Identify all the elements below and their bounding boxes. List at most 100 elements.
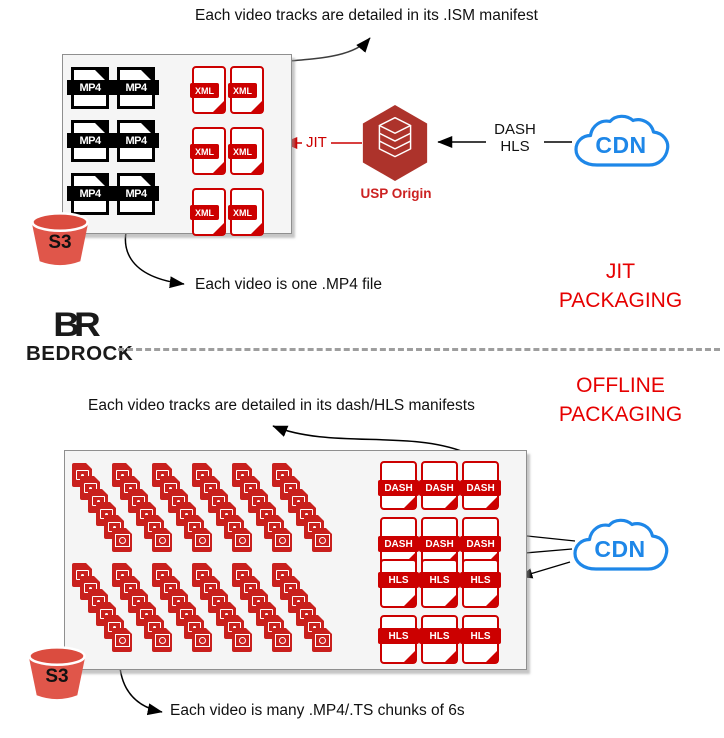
arrow-cdn-to-hls: [519, 561, 571, 579]
xml-file-icon: XML: [190, 127, 226, 175]
file-type-label: DASH: [378, 480, 419, 496]
video-glyph: [154, 533, 170, 547]
bucket-icon: [28, 646, 86, 700]
s3-bucket-icon-bottom: S3: [26, 644, 88, 702]
chunk-stack: [112, 463, 174, 555]
cdn-label: CDN: [595, 132, 647, 158]
bedrock-logo-name: BEDROCK: [26, 342, 134, 365]
dash-file-icon: DASH: [460, 461, 501, 510]
mp4-file-icon: MP4: [67, 67, 113, 109]
hls-file-icon: HLS: [419, 615, 460, 664]
mp4-file-label: MP4: [67, 133, 113, 148]
video-glyph: [194, 533, 210, 547]
chunk-file-icon: [232, 628, 252, 652]
chunk-file-icon: [192, 628, 212, 652]
dash-arrow-label: DASH: [494, 121, 536, 138]
file-type-label: HLS: [378, 572, 419, 588]
bucket-icon: [31, 212, 89, 266]
file-type-label: DASH: [460, 480, 501, 496]
chunk-file-icon: [272, 528, 292, 552]
offline-packaging-title: OFFLINE PACKAGING: [528, 371, 713, 429]
video-glyph: [154, 633, 170, 647]
xml-file-icon: XML: [228, 66, 264, 114]
chunk-file-icon: [152, 528, 172, 552]
chunk-file-icon: [312, 528, 332, 552]
dash-hls-arrow-label: DASH HLS: [486, 121, 544, 155]
file-type-label: HLS: [460, 628, 501, 644]
chunk-file-icon: [272, 628, 292, 652]
file-type-label: DASH: [419, 536, 460, 552]
cdn-cloud-top: CDN: [569, 112, 673, 176]
hexagon-stack-icon: [362, 105, 428, 181]
chunk-row-1: [72, 463, 512, 558]
chunk-stack: [152, 563, 214, 655]
chunk-stack: [232, 463, 294, 555]
mp4-file-icon: MP4: [113, 67, 159, 109]
file-type-label: XML: [228, 83, 257, 98]
chunk-stack: [232, 563, 294, 655]
mp4-file-label: MP4: [67, 80, 113, 95]
bedrock-logo: BR BEDROCK: [26, 305, 134, 366]
mp4-file-icon: MP4: [67, 173, 113, 215]
mp4-file-icon: MP4: [113, 173, 159, 215]
chunk-file-icon: [112, 528, 132, 552]
bedrock-logo-mark: BR: [53, 305, 100, 344]
title-line-2: PACKAGING: [558, 403, 683, 426]
xml-grid: XML XML XML XML XML XML: [190, 66, 264, 236]
file-type-label: XML: [190, 205, 219, 220]
dash-file-icon: DASH: [419, 461, 460, 510]
chunk-stack: [192, 563, 254, 655]
chunk-file-icon: [112, 628, 132, 652]
video-glyph: [314, 633, 330, 647]
chunks-caption: Each video is many .MP4/.TS chunks of 6s: [170, 702, 465, 719]
xml-file-icon: XML: [228, 188, 264, 236]
chunk-stack: [72, 563, 134, 655]
chunk-file-icon: [192, 528, 212, 552]
chunk-stack: [72, 463, 134, 555]
chunk-stack: [192, 463, 254, 555]
mp4-file-icon: MP4: [67, 120, 113, 162]
video-glyph: [274, 533, 290, 547]
file-type-label: HLS: [419, 572, 460, 588]
mp4-file-icon: MP4: [113, 120, 159, 162]
hls-file-icon: HLS: [460, 615, 501, 664]
arrow-dashhls-manifest: [272, 425, 465, 453]
mp4-file-label: MP4: [113, 80, 159, 95]
video-glyph: [314, 533, 330, 547]
title-line-1: JIT: [605, 260, 636, 283]
file-type-label: HLS: [419, 628, 460, 644]
video-glyph: [234, 533, 250, 547]
cloud-icon: [574, 114, 670, 167]
file-type-label: XML: [228, 144, 257, 159]
file-type-label: XML: [228, 205, 257, 220]
file-type-label: XML: [190, 144, 219, 159]
title-line-2: PACKAGING: [558, 289, 683, 312]
mp4-file-label: MP4: [113, 186, 159, 201]
cdn-label: CDN: [594, 536, 646, 562]
hls-file-icon: HLS: [378, 559, 419, 608]
file-type-label: DASH: [460, 536, 501, 552]
s3-label: S3: [48, 232, 72, 253]
hls-file-icon: HLS: [378, 615, 419, 664]
video-glyph: [114, 533, 130, 547]
hls-file-icon: HLS: [460, 559, 501, 608]
file-type-label: XML: [190, 83, 219, 98]
chunk-stack: [272, 463, 334, 555]
s3-label: S3: [45, 666, 69, 687]
usp-origin-label: USP Origin: [360, 186, 432, 201]
chunk-stack: [272, 563, 334, 655]
file-type-label: HLS: [460, 572, 501, 588]
hls-file-icon: HLS: [419, 559, 460, 608]
hls-arrow-label: HLS: [500, 138, 530, 155]
usp-origin-icon: [358, 102, 432, 189]
video-glyph: [194, 633, 210, 647]
dash-file-icon: DASH: [378, 461, 419, 510]
mp4-file-label: MP4: [67, 186, 113, 201]
cloud-icon: [573, 518, 669, 571]
